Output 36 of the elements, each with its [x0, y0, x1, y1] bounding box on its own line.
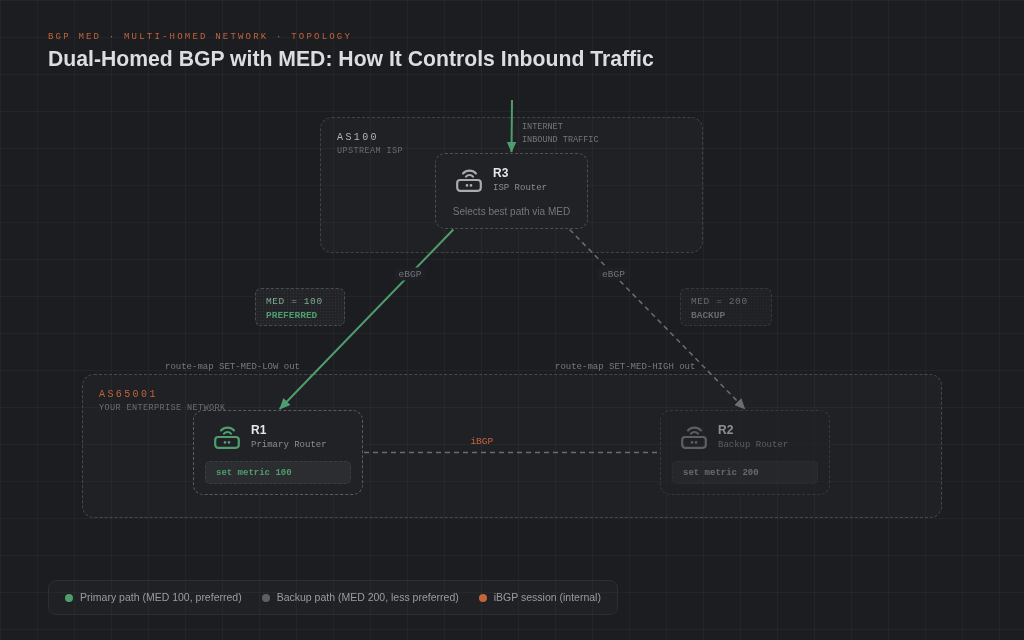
- path-status: PREFERRED: [266, 310, 318, 322]
- diagram-title: Dual-Homed BGP with MED: How It Controls Inbound Traffic: [48, 46, 654, 72]
- legend-text: Backup path (MED 200, less preferred): [276, 591, 459, 604]
- arrow: [278, 228, 455, 410]
- legend-text: iBGP session (internal): [493, 591, 601, 604]
- route-map-label: route-map SET-MED-HIGH out: [555, 361, 696, 373]
- network-zone: [320, 117, 703, 253]
- config-snippet: set metric 100: [205, 461, 351, 484]
- zone-title: AS100: [337, 132, 379, 144]
- legend-text: Primary path (MED 100, preferred): [80, 591, 242, 604]
- arrow: [506, 99, 517, 153]
- router-role: Primary Router: [251, 440, 327, 451]
- edge-label: INTERNET INBOUND TRAFFIC: [522, 121, 600, 147]
- zone-subtitle: UPSTREAM ISP: [337, 146, 403, 157]
- edge-label: iBGP: [470, 434, 494, 447]
- router-card: [193, 410, 363, 495]
- config-snippet: set metric 200: [672, 461, 818, 484]
- card-note: Selects best path via MED: [452, 206, 571, 218]
- network-zone: [82, 374, 942, 518]
- zone-subtitle: YOUR ENTERPRISE NETWORK: [99, 403, 226, 414]
- router-name: R3: [493, 166, 509, 180]
- eyebrow-text: BGP MED · MULTI-HOMED NETWORK · TOPOLOGY: [48, 31, 353, 43]
- router-name: R2: [718, 423, 734, 437]
- metric-tag: [680, 288, 772, 326]
- dashed-connector-line: [363, 451, 660, 454]
- router-role: ISP Router: [493, 183, 547, 194]
- zone-title: AS65001: [99, 389, 158, 401]
- router-name: R1: [251, 423, 267, 437]
- dashed-arrow: [568, 228, 746, 410]
- router-card: [435, 153, 588, 229]
- route-map-label: route-map SET-MED-LOW out: [165, 361, 301, 373]
- path-status: BACKUP: [691, 310, 726, 322]
- router-card: [660, 410, 830, 495]
- metric-value: MED = 100: [266, 296, 323, 308]
- metric-tag: [255, 288, 345, 326]
- metric-value: MED = 200: [691, 296, 748, 308]
